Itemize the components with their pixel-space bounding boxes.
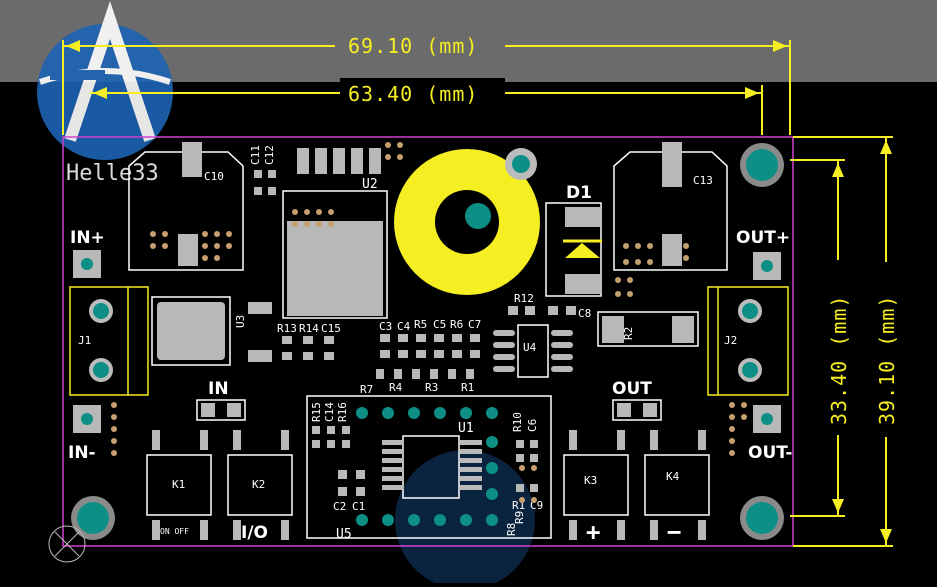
svg-text:C5: C5 (433, 318, 446, 331)
svg-text:C1: C1 (352, 500, 365, 513)
diode-d1: D1 (545, 183, 602, 297)
svg-text:C11: C11 (249, 145, 262, 165)
svg-text:J2: J2 (724, 334, 737, 347)
svg-text:U4: U4 (523, 341, 537, 354)
svg-text:R5: R5 (414, 318, 427, 331)
svg-text:R3: R3 (425, 381, 438, 394)
small-vias (111, 142, 747, 503)
svg-text:C8: C8 (578, 307, 591, 320)
svg-text:R13: R13 (277, 322, 297, 335)
svg-text:63.40 (mm): 63.40 (mm) (348, 82, 478, 106)
svg-text:C7: C7 (468, 318, 481, 331)
terminal-j1: J1 (69, 286, 149, 396)
mounting-hole-bottom-left (71, 496, 115, 540)
board-outline (62, 136, 794, 547)
led-out (612, 399, 662, 421)
ic-u3: U3 (151, 296, 272, 366)
svg-text:K3: K3 (584, 474, 597, 487)
pad-out-minus (753, 405, 781, 433)
svg-text:R16: R16 (336, 402, 349, 422)
svg-text:R4: R4 (389, 381, 403, 394)
through-holes (356, 407, 498, 526)
svg-text:R2: R2 (622, 327, 635, 340)
key-k4: K4 (644, 430, 710, 540)
dimension-width-inner: 63.40 (mm) (90, 78, 763, 135)
svg-text:R15: R15 (310, 402, 323, 422)
svg-text:C2: C2 (333, 500, 346, 513)
svg-text:R7: R7 (360, 383, 373, 396)
led-in (196, 399, 246, 421)
svg-text:C10: C10 (204, 170, 224, 183)
key-k2: K2 (227, 430, 293, 540)
svg-text:ON OFF: ON OFF (160, 527, 189, 536)
svg-text:R6: R6 (450, 318, 463, 331)
key-k3: K3 (563, 430, 629, 540)
svg-text:33.40 (mm): 33.40 (mm) (827, 295, 851, 425)
svg-text:U5: U5 (336, 527, 352, 542)
svg-text:K4: K4 (666, 470, 680, 483)
u1-pins (382, 440, 482, 490)
label-minus-key: − (667, 518, 681, 546)
pad-in-minus (73, 405, 101, 433)
svg-text:R8: R8 (505, 523, 518, 536)
svg-text:C4: C4 (397, 320, 411, 333)
svg-text:D1: D1 (566, 183, 592, 203)
svg-text:C15: C15 (321, 322, 341, 335)
terminal-j2: J2 (707, 286, 789, 396)
label-io: I/O (241, 523, 268, 543)
resistor-r2: R2 (597, 311, 699, 347)
svg-text:K1: K1 (172, 478, 185, 491)
capacitor-c10: C10 (128, 142, 244, 271)
svg-text:C13: C13 (693, 174, 713, 187)
dimension-height-outer: 39.10 (mm) (793, 136, 899, 547)
svg-text:U3: U3 (234, 315, 247, 328)
inductor-l1 (394, 148, 540, 295)
pad-out-plus (753, 252, 781, 280)
svg-text:R1: R1 (461, 381, 474, 394)
dimension-height-inner: 33.40 (mm) (790, 159, 851, 517)
watermark-text: Helle33 (66, 161, 159, 186)
label-in-plus: IN+ (70, 228, 105, 248)
regulator-u2: U2 (282, 148, 388, 319)
mounting-hole-bottom-right (740, 496, 784, 540)
svg-text:69.10 (mm): 69.10 (mm) (348, 34, 478, 58)
label-plus-key: + (586, 518, 600, 546)
capacitor-c13: C13 (613, 142, 728, 271)
svg-text:C14: C14 (323, 402, 336, 422)
svg-text:R9: R9 (513, 511, 526, 524)
dimension-width-outer: 69.10 (mm) (62, 30, 791, 135)
svg-text:K2: K2 (252, 478, 265, 491)
key-k1: K1 ON OFF (146, 430, 212, 540)
svg-text:R10: R10 (511, 412, 524, 432)
label-out-minus: OUT- (748, 443, 792, 463)
label-in-minus: IN- (68, 443, 96, 463)
label-in-led: IN (208, 379, 229, 399)
svg-text:C12: C12 (263, 145, 276, 165)
fiducial-mark (48, 525, 86, 563)
ic-u4: U4 (493, 324, 573, 378)
ic-u1-area: U1 U5 (306, 395, 552, 542)
svg-text:R12: R12 (514, 292, 534, 305)
pad-in-plus (73, 250, 101, 278)
label-out-plus: OUT+ (736, 228, 790, 248)
svg-text:39.10 (mm): 39.10 (mm) (875, 295, 899, 425)
component-labels: C11 C12 R13 R14 C15 C3 C4 R5 C5 R6 C7 R1… (249, 145, 591, 536)
svg-text:C6: C6 (526, 419, 539, 432)
svg-text:U1: U1 (458, 421, 474, 436)
svg-text:R14: R14 (299, 322, 319, 335)
svg-text:U2: U2 (362, 177, 378, 192)
smd-pads (254, 170, 576, 496)
svg-text:C3: C3 (379, 320, 392, 333)
label-out-led: OUT (612, 379, 652, 399)
mounting-hole-top-right (740, 143, 784, 187)
svg-text:J1: J1 (78, 334, 91, 347)
